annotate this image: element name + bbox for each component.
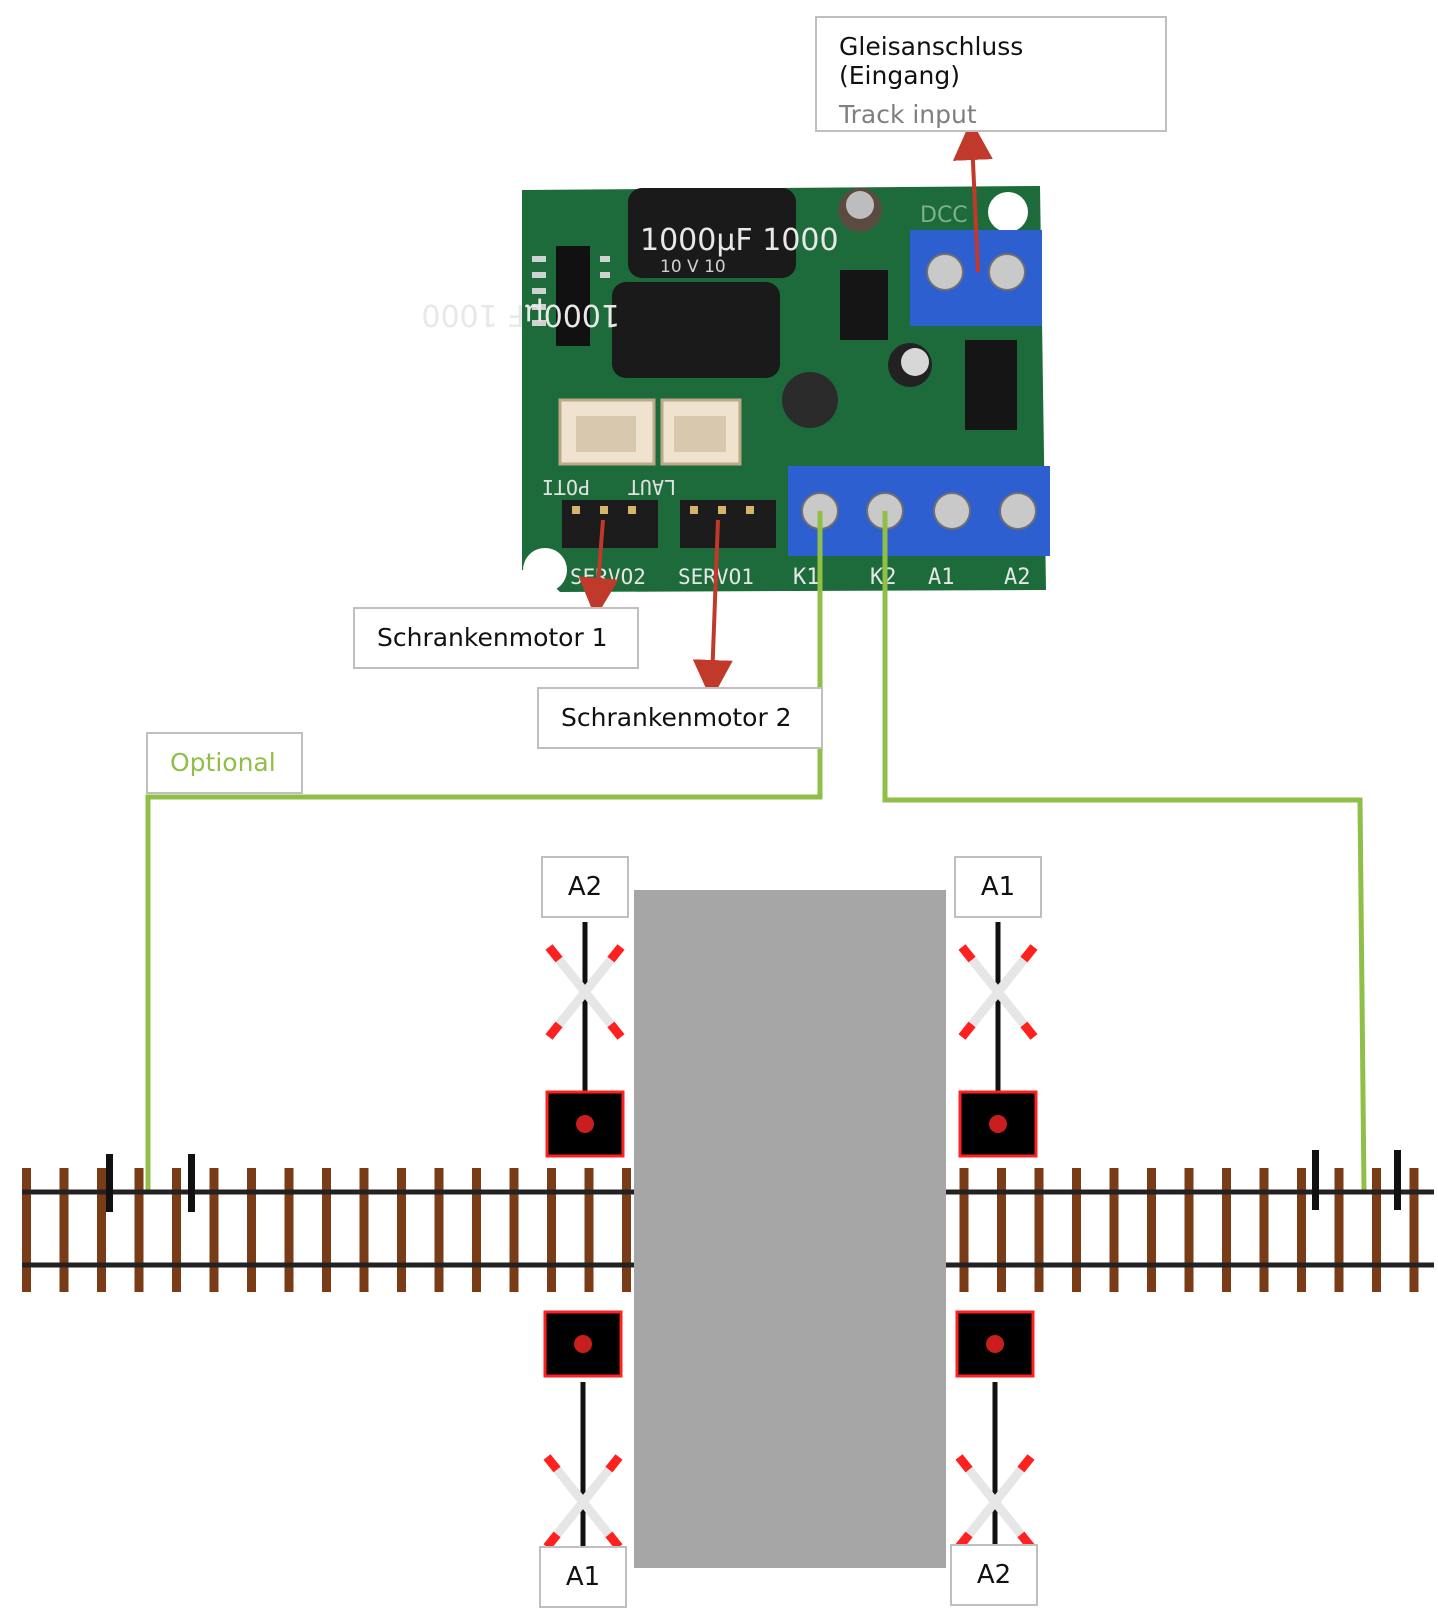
capacitor-bottom-label: 1000µF 1000 bbox=[421, 297, 620, 332]
sleeper bbox=[1147, 1168, 1156, 1292]
sleepers bbox=[22, 1168, 1419, 1292]
road-crossing bbox=[634, 890, 946, 1568]
signal-label-bottom-left: A1 bbox=[539, 1546, 627, 1608]
capacitor-bottom: 1000µF 1000 bbox=[421, 282, 780, 378]
isolation-gap bbox=[106, 1154, 113, 1212]
signal-label-top-left: A2 bbox=[541, 856, 629, 918]
sleeper bbox=[547, 1168, 556, 1292]
signal-bottom-left bbox=[543, 1310, 623, 1602]
sleeper bbox=[584, 1168, 594, 1292]
sleeper bbox=[1409, 1168, 1419, 1292]
sleeper bbox=[1184, 1168, 1194, 1292]
sleeper bbox=[509, 1168, 519, 1292]
sleeper bbox=[1372, 1168, 1381, 1292]
sleeper bbox=[1334, 1168, 1344, 1292]
sleeper bbox=[397, 1168, 406, 1292]
sleeper bbox=[622, 1168, 631, 1292]
sleeper bbox=[359, 1168, 369, 1292]
sleeper bbox=[22, 1168, 31, 1292]
wire-k1 bbox=[145, 511, 823, 1190]
level-crossing-signals bbox=[543, 922, 1038, 1602]
signal-bottom-right bbox=[955, 1310, 1035, 1602]
feedback-wires bbox=[145, 511, 1367, 1193]
track-input-label-en: Track input bbox=[839, 100, 977, 129]
wire-k2 bbox=[882, 511, 1367, 1193]
isolation-gap bbox=[1394, 1150, 1401, 1210]
capacitor-top: 1000µF 1000 10 V 10 bbox=[628, 188, 839, 278]
track-input-terminal bbox=[910, 230, 1042, 326]
optional-label: Optional bbox=[146, 732, 303, 794]
header-label-poti: POTI bbox=[542, 475, 590, 499]
signal-top-left bbox=[545, 922, 625, 1158]
dcc-mark: DCC bbox=[920, 203, 968, 228]
signal-top-right bbox=[958, 922, 1038, 1158]
sleeper bbox=[1072, 1168, 1081, 1292]
sleeper bbox=[472, 1168, 481, 1292]
sleeper bbox=[209, 1168, 219, 1292]
barrier-motor-2-label: Schrankenmotor 2 bbox=[537, 687, 823, 749]
isolation-gap bbox=[188, 1154, 195, 1212]
signal-label-top-right: A1 bbox=[954, 856, 1042, 918]
sleeper bbox=[1259, 1168, 1269, 1292]
sleeper bbox=[1034, 1168, 1044, 1292]
sleeper bbox=[997, 1168, 1006, 1292]
header-label-laut: LAUT bbox=[628, 475, 676, 499]
isolation-gap bbox=[1312, 1150, 1319, 1210]
servo2-label: SERVO2 bbox=[570, 565, 646, 589]
terminal-label-k1: K1 bbox=[793, 565, 820, 590]
sleeper bbox=[247, 1168, 256, 1292]
sleeper bbox=[1297, 1168, 1306, 1292]
sleeper bbox=[322, 1168, 331, 1292]
capacitor-top-sub: 10 V 10 bbox=[660, 257, 726, 277]
track-input-label-box: Gleisanschluss (Eingang) Track input bbox=[815, 16, 1167, 132]
sleeper bbox=[172, 1168, 181, 1292]
decoder-board: 1000µF 1000 10 V 10 1000µF 1000 DCC POTI… bbox=[421, 186, 1050, 592]
output-terminal bbox=[788, 466, 1050, 556]
sleeper bbox=[97, 1168, 106, 1292]
sleeper bbox=[959, 1168, 969, 1292]
sleeper bbox=[134, 1168, 144, 1292]
capacitor-top-label: 1000µF 1000 bbox=[640, 223, 839, 258]
ic-chip bbox=[556, 246, 590, 346]
terminal-label-a1: A1 bbox=[928, 565, 955, 590]
barrier-motor-1-label: Schrankenmotor 1 bbox=[353, 607, 639, 669]
track-input-label-de: Gleisanschluss (Eingang) bbox=[839, 32, 1024, 90]
motor2-arrow bbox=[692, 519, 733, 700]
track-input-arrow bbox=[952, 120, 993, 273]
inductor bbox=[782, 372, 838, 428]
sleeper bbox=[59, 1168, 69, 1292]
sleeper bbox=[284, 1168, 294, 1292]
sleeper bbox=[1222, 1168, 1231, 1292]
sleeper bbox=[434, 1168, 444, 1292]
sleeper bbox=[1109, 1168, 1119, 1292]
motor1-arrow bbox=[578, 519, 619, 618]
signal-label-bottom-right: A2 bbox=[950, 1544, 1038, 1606]
terminal-label-a2: A2 bbox=[1004, 565, 1031, 590]
